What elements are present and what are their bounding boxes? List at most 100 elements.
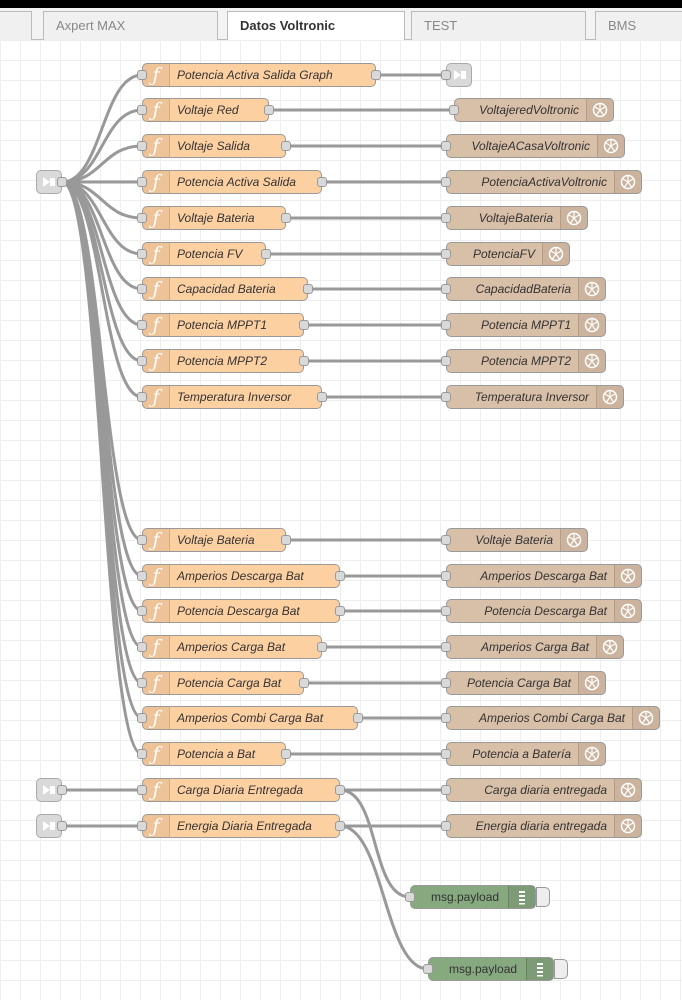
dashboard-input-port[interactable] — [441, 356, 451, 366]
dashboard-input-port[interactable] — [449, 105, 459, 115]
function-input-port[interactable] — [137, 749, 147, 759]
wire[interactable] — [61, 108, 143, 184]
link-input-port[interactable] — [441, 70, 451, 80]
debug-node[interactable]: msg.payload — [428, 957, 554, 981]
dashboard-input-port[interactable] — [441, 249, 451, 259]
wire[interactable] — [61, 180, 143, 399]
dashboard-input-port[interactable] — [441, 642, 451, 652]
dashboard-input-port[interactable] — [441, 213, 451, 223]
dashboard-output-node[interactable]: Amperios Combi Carga Bat — [446, 706, 660, 730]
function-input-port[interactable] — [137, 141, 147, 151]
wire[interactable] — [61, 180, 143, 756]
function-output-port[interactable] — [281, 749, 291, 759]
function-output-port[interactable] — [335, 821, 345, 831]
tab-test[interactable]: TEST — [411, 11, 586, 40]
function-input-port[interactable] — [137, 678, 147, 688]
function-input-port[interactable] — [137, 356, 147, 366]
tab-bms[interactable]: BMS — [595, 11, 682, 40]
function-output-port[interactable] — [335, 785, 345, 795]
dashboard-output-node[interactable]: Temperatura Inversor — [446, 385, 624, 409]
wire[interactable] — [61, 180, 143, 613]
function-input-port[interactable] — [137, 70, 147, 80]
dashboard-output-node[interactable]: Potencia Descarga Bat — [446, 599, 642, 623]
wire[interactable] — [61, 180, 143, 578]
tab-partial[interactable] — [0, 11, 32, 40]
function-input-port[interactable] — [137, 392, 147, 402]
tab-axpert-max[interactable]: Axpert MAX — [43, 11, 218, 40]
dashboard-input-port[interactable] — [441, 535, 451, 545]
dashboard-input-port[interactable] — [441, 678, 451, 688]
function-output-port[interactable] — [335, 571, 345, 581]
function-output-port[interactable] — [264, 105, 274, 115]
dashboard-output-node[interactable]: VoltajeACasaVoltronic — [446, 134, 625, 158]
function-output-port[interactable] — [299, 678, 309, 688]
dashboard-input-port[interactable] — [441, 392, 451, 402]
inject-output-port[interactable] — [57, 821, 67, 831]
function-input-port[interactable] — [137, 606, 147, 616]
function-input-port[interactable] — [137, 821, 147, 831]
debug-input-port[interactable] — [423, 964, 433, 974]
dashboard-input-port[interactable] — [441, 606, 451, 616]
function-output-port[interactable] — [317, 392, 327, 402]
inject-output-port[interactable] — [57, 785, 67, 795]
dashboard-output-node[interactable]: Voltaje Bateria — [446, 528, 588, 552]
dashboard-output-node[interactable]: VoltajeredVoltronic — [454, 98, 614, 122]
function-input-port[interactable] — [137, 713, 147, 723]
tab-datos-voltronic[interactable]: Datos Voltronic — [227, 11, 405, 41]
wire[interactable] — [339, 788, 411, 899]
dashboard-input-port[interactable] — [441, 785, 451, 795]
function-output-port[interactable] — [281, 141, 291, 151]
function-output-port[interactable] — [281, 535, 291, 545]
inject-node[interactable] — [36, 778, 62, 802]
debug-toggle-button[interactable] — [536, 887, 550, 907]
function-input-port[interactable] — [137, 571, 147, 581]
dashboard-output-node[interactable]: CapacidadBateria — [446, 277, 606, 301]
dashboard-output-node[interactable]: PotenciaFV — [446, 242, 570, 266]
dashboard-input-port[interactable] — [441, 713, 451, 723]
wire[interactable] — [61, 180, 143, 363]
dashboard-input-port[interactable] — [441, 141, 451, 151]
dashboard-output-node[interactable]: Potencia a Batería — [446, 742, 606, 766]
function-output-port[interactable] — [371, 70, 381, 80]
function-output-port[interactable] — [303, 284, 313, 294]
dashboard-output-node[interactable]: Potencia Carga Bat — [446, 671, 606, 695]
function-input-port[interactable] — [137, 284, 147, 294]
function-input-port[interactable] — [137, 642, 147, 652]
function-input-port[interactable] — [137, 320, 147, 330]
dashboard-input-port[interactable] — [441, 749, 451, 759]
inject-output-port[interactable] — [57, 177, 67, 187]
debug-input-port[interactable] — [405, 892, 415, 902]
function-input-port[interactable] — [137, 213, 147, 223]
function-output-port[interactable] — [335, 606, 345, 616]
function-output-port[interactable] — [261, 249, 271, 259]
function-input-port[interactable] — [137, 249, 147, 259]
function-input-port[interactable] — [137, 177, 147, 187]
function-input-port[interactable] — [137, 105, 147, 115]
inject-node[interactable] — [36, 170, 62, 194]
dashboard-input-port[interactable] — [441, 177, 451, 187]
function-output-port[interactable] — [317, 642, 327, 652]
dashboard-input-port[interactable] — [441, 284, 451, 294]
function-input-port[interactable] — [137, 535, 147, 545]
dashboard-output-node[interactable]: Potencia MPPT1 — [446, 313, 606, 337]
debug-node[interactable]: msg.payload — [410, 885, 536, 909]
dashboard-input-port[interactable] — [441, 821, 451, 831]
dashboard-input-port[interactable] — [441, 571, 451, 581]
dashboard-output-node[interactable]: Carga diaria entregada — [446, 778, 642, 802]
dashboard-input-port[interactable] — [441, 320, 451, 330]
function-output-port[interactable] — [353, 713, 363, 723]
